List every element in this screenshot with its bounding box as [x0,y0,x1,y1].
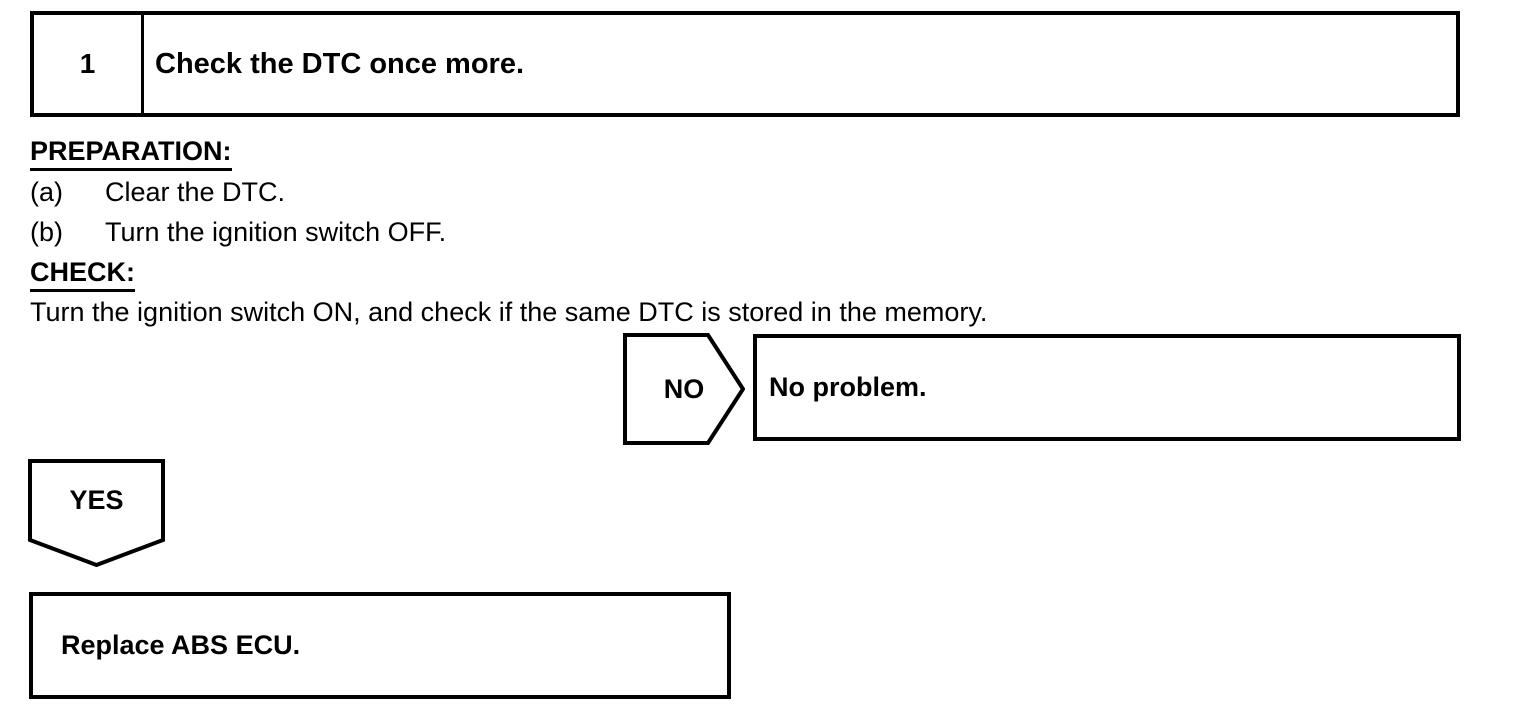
yes-branch-label: YES [69,485,124,515]
check-heading-text: CHECK: [30,256,135,293]
no-result-box: No problem. [753,334,1461,441]
check-instruction: Turn the ignition switch ON, and check i… [30,297,988,327]
no-result-text: No problem. [769,372,927,402]
preparation-heading: PREPARATION: [30,135,232,172]
step-b-text: Turn the ignition switch OFF. [105,217,447,247]
yes-result-box: Replace ABS ECU. [29,592,731,699]
step-b-label: (b) [30,217,63,247]
preparation-heading-text: PREPARATION: [30,135,232,172]
check-heading: CHECK: [30,256,135,293]
step-header-box: 1 Check the DTC once more. [30,11,1460,117]
preparation-step-a: (a) Clear the DTC. [30,176,285,208]
no-branch-label: NO [663,373,705,404]
step-a-text: Clear the DTC. [105,177,286,207]
no-branch-pentagon: NO [623,333,745,445]
no-pentagon-shape [623,333,745,445]
yes-pentagon-shape [28,459,165,567]
step-a-label: (a) [30,177,63,207]
step-number: 1 [34,15,144,113]
yes-result-text: Replace ABS ECU. [61,630,301,660]
preparation-step-b: (b) Turn the ignition switch OFF. [30,216,446,248]
step-title: Check the DTC once more. [155,47,525,80]
yes-branch-pentagon: YES [28,459,165,567]
